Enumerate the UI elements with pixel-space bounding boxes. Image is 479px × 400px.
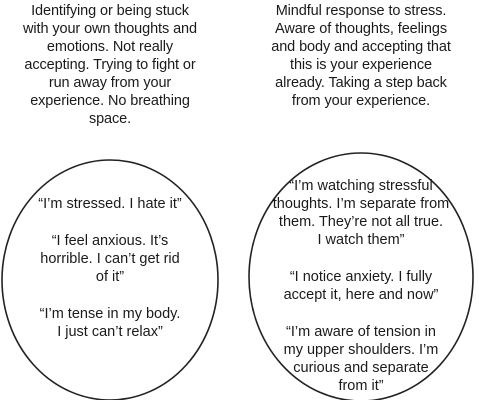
quote-line: curious and separate — [293, 360, 429, 376]
quote-line: them. They’re not all true. — [278, 214, 444, 230]
quote: “I notice anxiety. I fully accept it, he… — [260, 268, 462, 304]
quote-line: my upper shoulders. I’m — [283, 342, 439, 358]
left-caption-line: emotions. Not really — [46, 39, 174, 55]
quote-line: accept it, here and now” — [283, 287, 439, 303]
quote-line: I just can’t relax” — [57, 324, 163, 340]
quote: “I’m stressed. I hate it” — [10, 195, 210, 213]
quote-line: of it” — [95, 269, 125, 285]
right-caption-line: Mindful response to stress. — [275, 3, 447, 19]
right-caption-line: this is your experience — [290, 57, 432, 73]
quote-line: thoughts. I’m separate from — [272, 196, 450, 212]
right-caption-line: from your experience. — [291, 93, 431, 109]
left-caption-line: with your own thoughts and — [23, 21, 197, 37]
quote-line: “I’m aware of tension in — [286, 324, 436, 340]
right-ellipse-quotes: “I’m watching stressful thoughts. I’m se… — [260, 177, 462, 395]
left-caption-line: Identifying or being stuck — [31, 3, 189, 19]
quote-line: “I’m tense in my body. — [39, 306, 181, 322]
quote-line: “I notice anxiety. I fully — [289, 269, 433, 285]
right-caption-line: already. Taking a step back — [275, 75, 447, 91]
left-ellipse — [1, 159, 219, 400]
left-caption-line: space. — [88, 111, 132, 127]
left-ellipse-quotes: “I’m stressed. I hate it” “I feel anxiou… — [10, 195, 210, 341]
quote-line: I watch them” — [317, 232, 405, 248]
right-caption-line: Aware of thoughts, feelings — [275, 21, 447, 37]
quote: “I’m tense in my body. I just can’t rela… — [10, 305, 210, 341]
quote: “I’m aware of tension in my upper should… — [260, 323, 462, 395]
left-caption: Identifying or being stuck with your own… — [0, 2, 220, 128]
left-caption-line: experience. No breathing — [30, 93, 190, 109]
left-caption-line: run away from your — [48, 75, 172, 91]
quote-line: from it” — [338, 378, 384, 394]
quote: “I’m watching stressful thoughts. I’m se… — [260, 177, 462, 249]
right-caption-line: and body and accepting that — [271, 39, 451, 55]
quote: “I feel anxious. It’s horrible. I can’t … — [10, 232, 210, 286]
quote-line: “I feel anxious. It’s — [51, 233, 169, 249]
right-caption: Mindful response to stress. Aware of tho… — [250, 2, 472, 110]
quote-line: “I’m stressed. I hate it” — [38, 196, 182, 212]
right-ellipse — [248, 152, 474, 400]
quote-line: horrible. I can’t get rid — [40, 251, 180, 267]
left-caption-line: accepting. Trying to fight or — [24, 57, 196, 73]
quote-line: “I’m watching stressful — [289, 178, 433, 194]
